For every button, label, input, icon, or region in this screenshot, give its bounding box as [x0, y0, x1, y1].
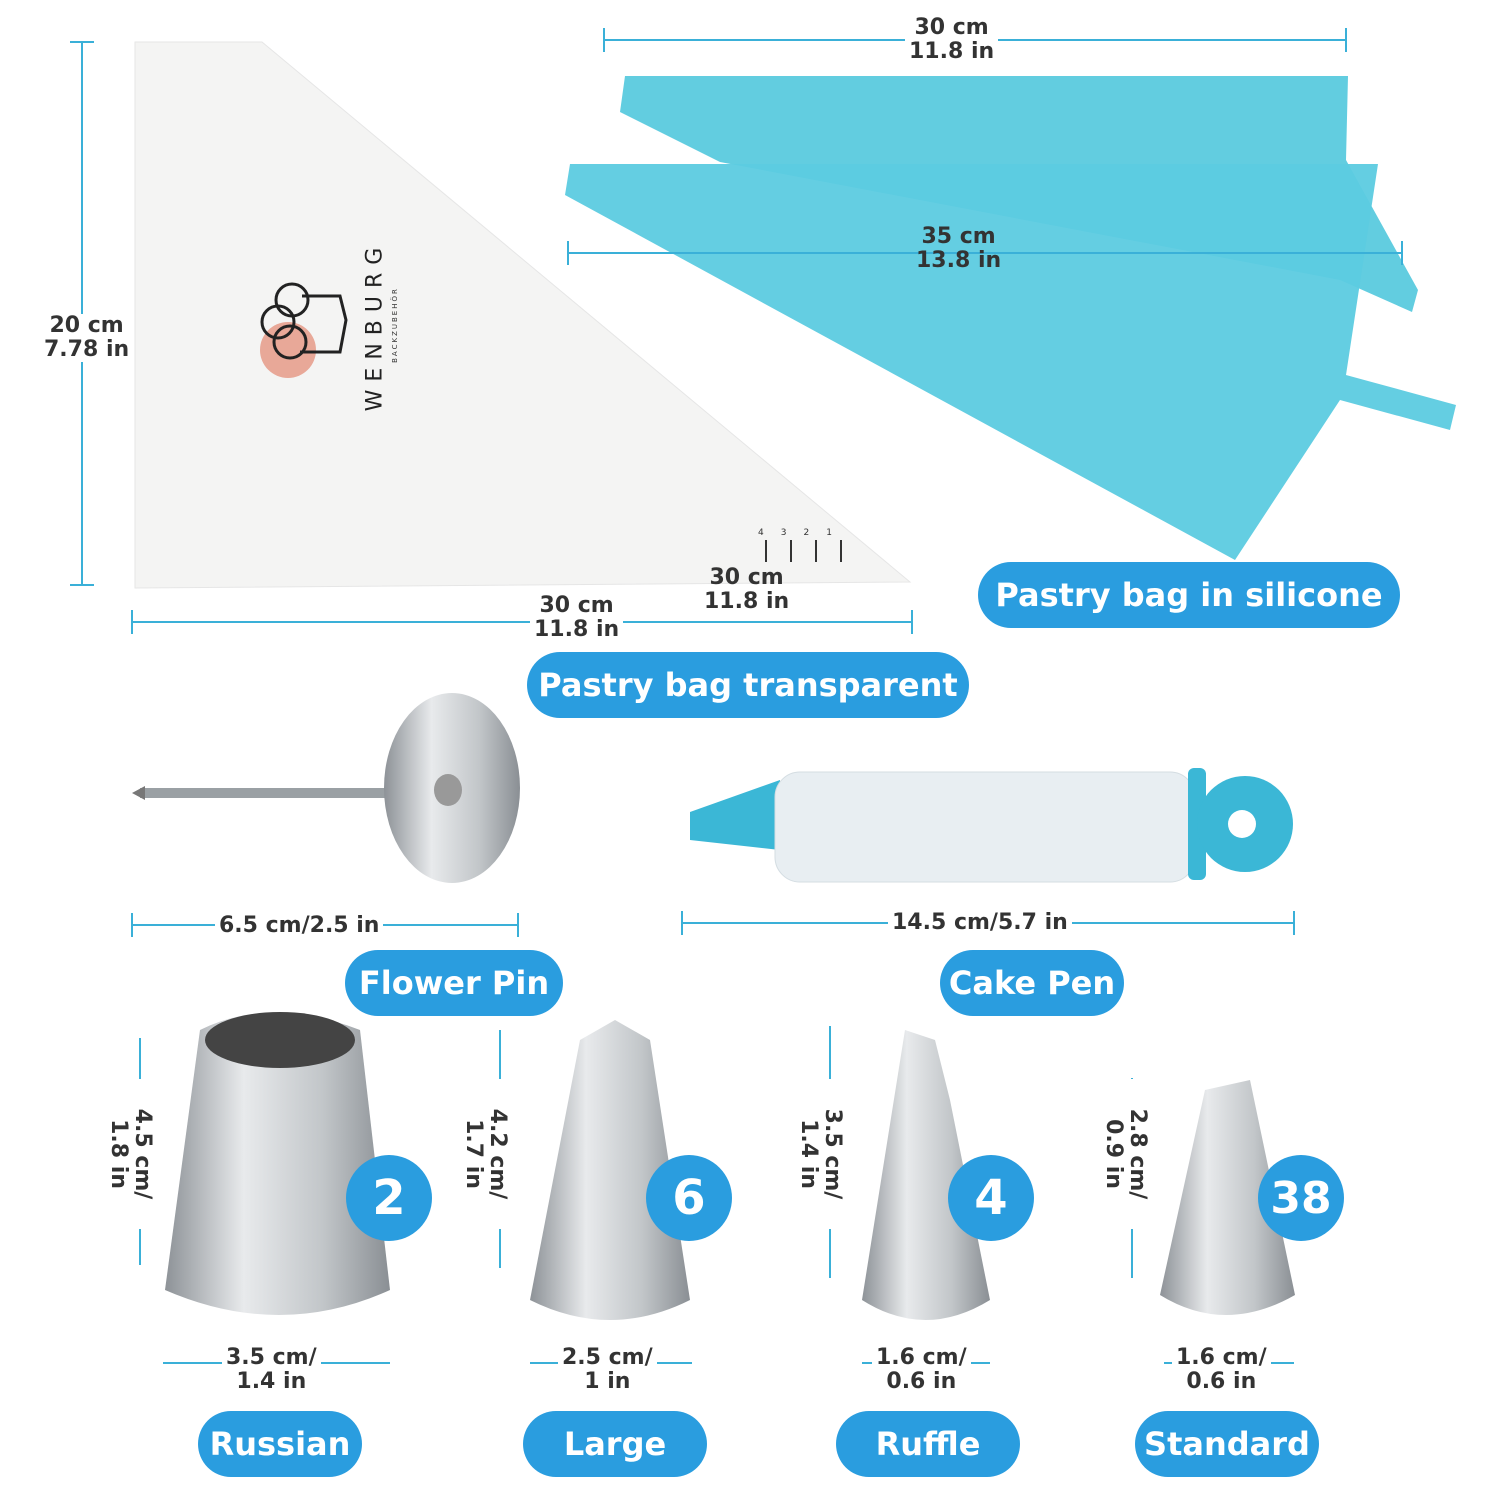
bag-height-dimension: 20 cm 7.78 in — [40, 314, 134, 362]
cake-pen-dimension: 14.5 cm/5.7 in — [888, 911, 1072, 935]
transparent-bag — [134, 41, 912, 589]
label-large: Large — [523, 1411, 707, 1477]
brand-name: WENBURG — [362, 239, 388, 411]
flower-pin — [132, 693, 520, 883]
label-cake-pen: Cake Pen — [940, 950, 1124, 1016]
brand-tagline: BACKZUBEHÖR — [391, 287, 400, 363]
wenburg-logo — [260, 282, 348, 378]
silicone-large-dimension: 35 cm 13.8 in — [916, 224, 1002, 273]
count-badge-ruffle: 4 — [948, 1155, 1034, 1241]
label-transparent-bag: Pastry bag transparent — [527, 652, 969, 718]
ruffle-height: 3.5 cm/ 1.4 in — [796, 1079, 845, 1229]
russian-height: 4.5 cm/ 1.8 in — [106, 1079, 155, 1229]
standard-width: 1.6 cm/ 0.6 in — [1172, 1346, 1271, 1394]
scale-mark: 4 — [758, 528, 764, 538]
ruffle-nozzle — [862, 1030, 990, 1320]
scale-mark: 2 — [803, 528, 810, 538]
label-ruffle: Ruffle — [836, 1411, 1020, 1477]
label-russian: Russian — [198, 1411, 362, 1477]
flower-pin-dimension: 6.5 cm/2.5 in — [215, 914, 384, 938]
large-width: 2.5 cm/ 1 in — [558, 1346, 657, 1394]
scale-mark: 3 — [780, 528, 787, 538]
count-badge-russian: 2 — [346, 1155, 432, 1241]
scale-marks — [765, 540, 842, 562]
large-height: 4.2 cm/ 1.7 in — [461, 1079, 510, 1229]
ruffle-width: 1.6 cm/ 0.6 in — [872, 1346, 971, 1394]
count-badge-standard: 38 — [1258, 1155, 1344, 1241]
count-badge-large: 6 — [646, 1155, 732, 1241]
scale-mark: 1 — [826, 528, 832, 538]
silicone-small-dimension: 30 cm 11.8 in — [905, 16, 999, 64]
scale-mark-labels: 4 3 2 1 — [758, 528, 832, 538]
bag-tip-dimension: 30 cm 11.8 in — [704, 565, 790, 614]
label-standard: Standard — [1135, 1411, 1319, 1477]
silicone-bag-large — [565, 164, 1456, 560]
cake-pen — [690, 768, 1293, 883]
standard-nozzle — [1160, 1080, 1295, 1315]
standard-height: 2.8 cm/ 0.9 in — [1101, 1079, 1150, 1229]
label-flower-pin: Flower Pin — [345, 950, 563, 1016]
label-silicone-bag: Pastry bag in silicone — [978, 562, 1400, 628]
russian-nozzle — [165, 1012, 390, 1315]
bag-width-dimension: 30 cm 11.8 in — [530, 594, 624, 642]
russian-width: 3.5 cm/ 1.4 in — [222, 1346, 321, 1394]
large-nozzle — [530, 1020, 690, 1320]
